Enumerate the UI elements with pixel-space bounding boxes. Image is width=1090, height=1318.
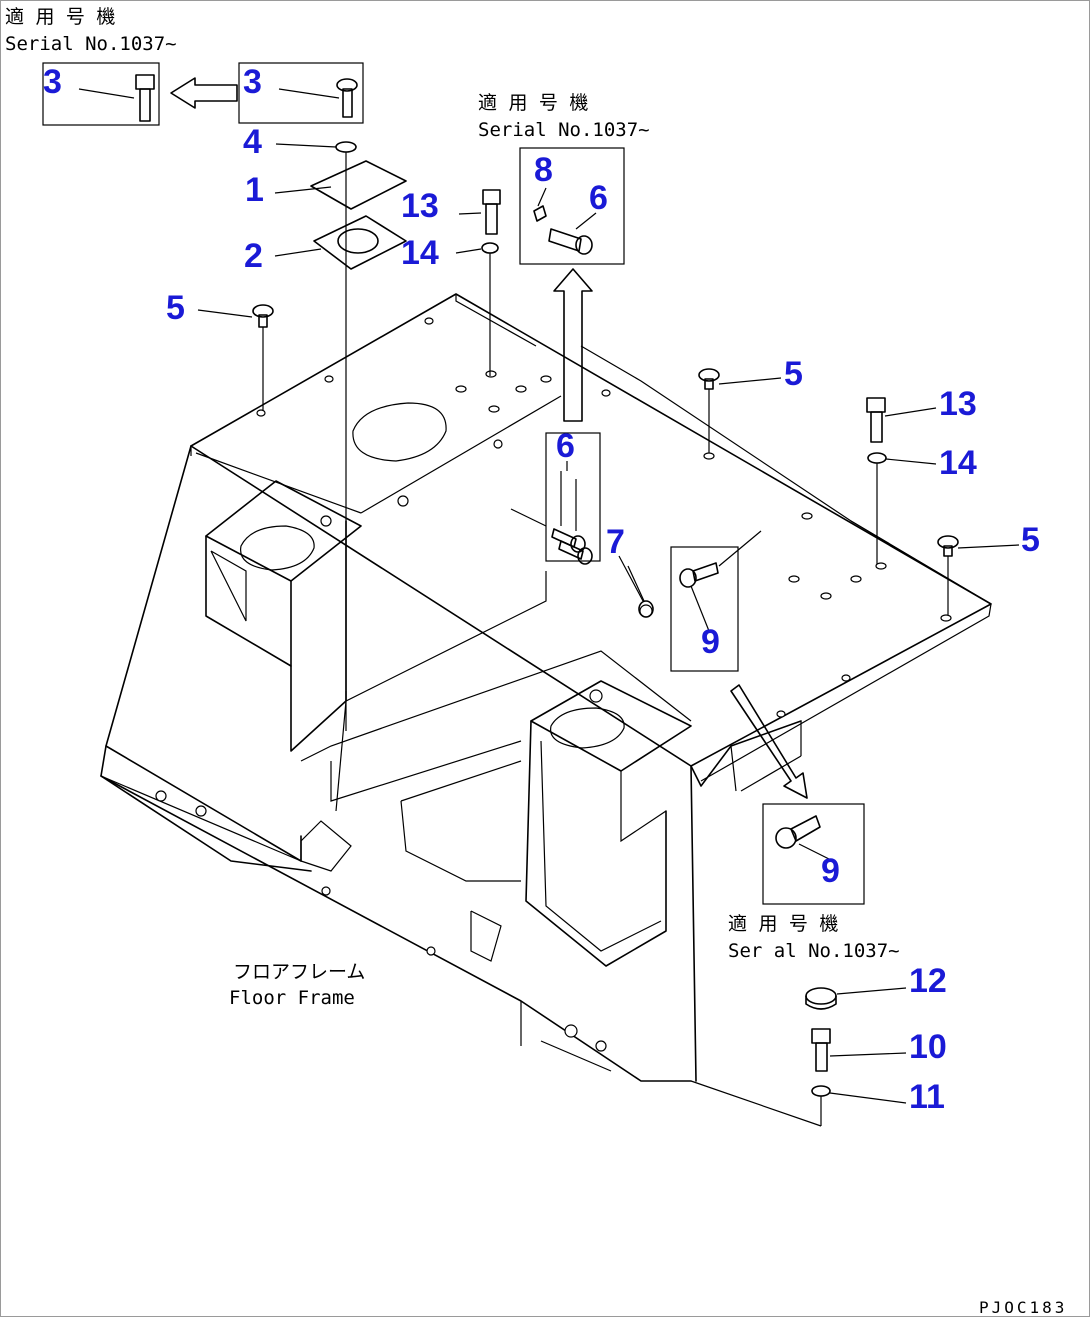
washer-icon bbox=[811, 1085, 831, 1097]
plug-cap-icon bbox=[805, 987, 837, 1010]
callout-9-top: 9 bbox=[701, 623, 720, 661]
callouts: 3 3 4 1 2 13 14 8 6 5 5 13 14 6 7 5 9 9 … bbox=[43, 63, 1040, 1116]
cap-screw-icon bbox=[937, 535, 959, 615]
gasket-icon bbox=[313, 215, 407, 270]
callout-6-middle: 6 bbox=[556, 427, 575, 465]
bolt-icon bbox=[866, 397, 886, 443]
washer-icon bbox=[867, 452, 887, 464]
direction-arrows bbox=[170, 77, 808, 799]
callout-5-right: 5 bbox=[1021, 521, 1040, 559]
callout-13-right: 13 bbox=[939, 385, 977, 423]
floor-frame bbox=[100, 293, 992, 1082]
note-1-en: Serial No.1037~ bbox=[5, 33, 177, 55]
callout-9-bottom: 9 bbox=[821, 852, 840, 890]
bolt-icon bbox=[548, 228, 593, 255]
callout-7: 7 bbox=[606, 523, 625, 561]
note-3-jp: 適 用 号 機 bbox=[728, 913, 838, 935]
callout-5-middle: 5 bbox=[784, 355, 803, 393]
inset-boxes bbox=[42, 62, 865, 905]
drawing-code: PJOC183 bbox=[979, 1298, 1067, 1317]
callout-11: 11 bbox=[909, 1078, 945, 1116]
flange-bolt-icon bbox=[679, 562, 719, 588]
arrow-left-icon bbox=[170, 77, 238, 109]
callout-6-inset: 6 bbox=[589, 179, 608, 217]
callout-2: 2 bbox=[244, 237, 263, 275]
inset-bolt-old bbox=[42, 62, 160, 126]
callout-4: 4 bbox=[243, 123, 262, 161]
cap-screw-icon bbox=[252, 304, 274, 411]
flange-bolt-icon bbox=[775, 815, 821, 849]
arrow-up-icon bbox=[553, 268, 593, 422]
callout-1: 1 bbox=[245, 171, 264, 209]
serial-notes: 適 用 号 機 Serial No.1037~ 適 用 号 機 Serial N… bbox=[5, 6, 1067, 1317]
inset-bolt-9-bottom bbox=[762, 803, 865, 905]
inset-serial-bolt bbox=[519, 147, 625, 265]
bolt-icon bbox=[811, 1028, 831, 1072]
floor-frame-label-en: Floor Frame bbox=[229, 987, 355, 1009]
callout-8: 8 bbox=[534, 151, 553, 189]
note-3-en: Ser al No.1037~ bbox=[728, 940, 900, 962]
washer-icon bbox=[481, 242, 499, 254]
callout-14-right: 14 bbox=[939, 444, 977, 482]
flange-bolt-icon bbox=[336, 78, 358, 118]
callout-3-new: 3 bbox=[243, 63, 262, 101]
bolt-icon bbox=[627, 565, 654, 618]
leader-lines bbox=[78, 88, 1020, 1104]
bolt-icon bbox=[135, 74, 155, 122]
note-2-en: Serial No.1037~ bbox=[478, 119, 650, 141]
spring-washer-icon bbox=[533, 205, 547, 222]
inset-bolt-9-top bbox=[670, 546, 739, 672]
cover-plate-icon bbox=[310, 160, 407, 210]
cap-screw-icon bbox=[698, 368, 720, 453]
note-2-jp: 適 用 号 機 bbox=[478, 92, 588, 114]
bolt-icon bbox=[551, 528, 593, 565]
note-1-jp: 適 用 号 機 bbox=[5, 6, 115, 28]
floor-frame-label-jp: フロアフレーム bbox=[233, 961, 365, 983]
callout-14-left: 14 bbox=[401, 234, 439, 272]
callout-12: 12 bbox=[909, 962, 947, 1000]
callout-3-old: 3 bbox=[43, 63, 62, 101]
parts bbox=[135, 74, 959, 1127]
bolt-icon bbox=[482, 189, 501, 235]
callout-13-left: 13 bbox=[401, 187, 439, 225]
inset-bolt-6 bbox=[545, 432, 601, 562]
callout-5-left: 5 bbox=[166, 289, 185, 327]
callout-10: 10 bbox=[909, 1028, 947, 1066]
washer-icon bbox=[335, 141, 357, 153]
inset-bolt-new bbox=[238, 62, 364, 124]
arrow-down-right-icon bbox=[730, 684, 808, 799]
